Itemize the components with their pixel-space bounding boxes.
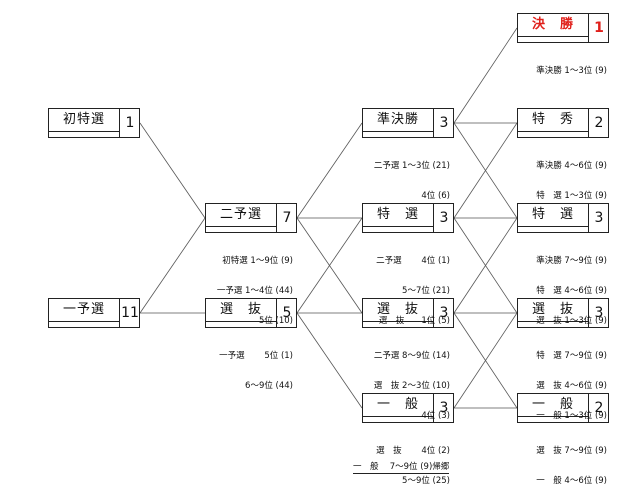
box-ichiyosen: 一予選 11: [48, 298, 140, 328]
box-name: 選 抜: [363, 299, 434, 322]
footer-note: 一 般 7～9位 (9)帰郷: [353, 462, 450, 474]
note-line: 一予選 5位 (1): [219, 351, 293, 361]
note-junkessho: 二予選 1～3位 (21) 4位 (6): [354, 141, 450, 211]
connector-line: [296, 312, 363, 409]
note-line: 4位 (3): [421, 411, 450, 421]
box-count: 11: [121, 305, 139, 321]
box-count: 2: [594, 400, 604, 416]
box-tokushu: 特 秀 2: [517, 108, 609, 138]
note-niyosen: 初特選 1～9位 (9) 一予選 1～4位 (44) 5位 (10): [197, 236, 293, 336]
note-line: 5～9位 (25): [402, 476, 450, 486]
box-count: 1: [125, 115, 135, 131]
box-count: 3: [439, 115, 449, 131]
connector-line: [453, 312, 518, 409]
note-tokushu: 準決勝 4～6位 (9) 特 選 1～3位 (9): [509, 141, 607, 211]
connector-line: [296, 217, 363, 314]
note-line: 特 選 1～3位 (9): [536, 191, 607, 201]
box-name: 一予選: [49, 299, 120, 322]
box-senbatsu-r4: 選 抜 3: [517, 298, 609, 328]
note-tokusen-r3: 二予選 4位 (1) 5～7位 (21) 選 抜 1位 (5): [354, 236, 450, 336]
note-line: 一予選 1～4位 (44): [216, 286, 293, 296]
note-senbatsu-r4: 特 選 7～9位 (9) 選 抜 4～6位 (9) 一 般 1～3位 (9): [509, 331, 607, 431]
note-ippan-r4: 選 抜 7～9位 (9) 一 般 4～6位 (9): [509, 426, 607, 496]
note-line: 5～7位 (21): [402, 286, 450, 296]
note-line: 選 抜 4～6位 (9): [536, 381, 607, 391]
box-name: 初特選: [49, 109, 120, 132]
box-ippan-r3: 一 般 3: [362, 393, 454, 423]
note-line: 6～9位 (44): [245, 381, 293, 391]
box-name: 二予選: [206, 204, 277, 227]
box-name: 準決勝: [363, 109, 434, 132]
box-shotokusen: 初特選 1: [48, 108, 140, 138]
box-count: 5: [282, 305, 292, 321]
note-line: 選 抜 1～3位 (9): [536, 316, 607, 326]
box-tokusen-r3: 特 選 3: [362, 203, 454, 233]
box-count: 3: [439, 210, 449, 226]
box-name: 一 般: [363, 394, 434, 417]
note-line: 特 選 7～9位 (9): [536, 351, 607, 361]
box-kessho: 決 勝 1: [517, 13, 609, 43]
bracket-lines: [139, 27, 518, 409]
note-line: 選 抜 2～3位 (10): [373, 381, 450, 391]
note-line: 準決勝 7～9位 (9): [536, 256, 607, 266]
note-line: 選 抜 4位 (2): [376, 446, 450, 456]
box-count: 2: [594, 115, 604, 131]
box-name: 決 勝: [518, 14, 589, 37]
connector-line: [139, 217, 206, 314]
connector-line: [296, 122, 363, 219]
note-tokusen-r4: 準決勝 7～9位 (9) 特 選 4～6位 (9) 選 抜 1～3位 (9): [509, 236, 607, 336]
box-count: 1: [594, 20, 604, 36]
note-line: 特 選 4～6位 (9): [536, 286, 607, 296]
box-name: 選 抜: [518, 299, 589, 322]
connector-line: [453, 27, 518, 124]
note-senbatsu-r3: 二予選 8～9位 (14) 選 抜 2～3位 (10) 4位 (3): [354, 331, 450, 431]
note-senbatsu-r2: 一予選 5位 (1) 6～9位 (44): [197, 331, 293, 401]
box-junkessho: 準決勝 3: [362, 108, 454, 138]
connector-line: [453, 217, 518, 314]
box-count: 3: [594, 305, 604, 321]
box-tokusen-r4: 特 選 3: [517, 203, 609, 233]
box-niyosen: 二予選 7: [205, 203, 297, 233]
note-line: 準決勝 1～3位 (9): [536, 66, 607, 76]
connector-line: [139, 122, 206, 219]
note-line: 選 抜 1位 (5): [378, 316, 450, 326]
box-count: 3: [439, 305, 449, 321]
note-line: 一 般 4～6位 (9): [536, 476, 607, 486]
box-name: 特 秀: [518, 109, 589, 132]
box-name: 選 抜: [206, 299, 277, 322]
box-name: 特 選: [363, 204, 434, 227]
note-line: 初特選 1～9位 (9): [222, 256, 293, 266]
note-line: 二予選 4位 (1): [376, 256, 450, 266]
box-senbatsu-r2: 選 抜 5: [205, 298, 297, 328]
box-name: 特 選: [518, 204, 589, 227]
note-line: 二予選 8～9位 (14): [373, 351, 450, 361]
note-line: 4位 (6): [421, 191, 450, 201]
note-line: 5位 (10): [258, 316, 293, 326]
note-kessho: 準決勝 1～3位 (9): [509, 46, 607, 86]
note-line: 準決勝 4～6位 (9): [536, 161, 607, 171]
note-line: 一 般 1～3位 (9): [536, 411, 607, 421]
box-name: 一 般: [518, 394, 589, 417]
connector-line: [453, 122, 518, 219]
box-ippan-r4: 一 般 2: [517, 393, 609, 423]
note-line: 選 抜 7～9位 (9): [536, 446, 607, 456]
note-line: 二予選 1～3位 (21): [373, 161, 450, 171]
box-count: 3: [594, 210, 604, 226]
box-count: 7: [282, 210, 292, 226]
box-count: 3: [439, 400, 449, 416]
box-senbatsu-r3: 選 抜 3: [362, 298, 454, 328]
